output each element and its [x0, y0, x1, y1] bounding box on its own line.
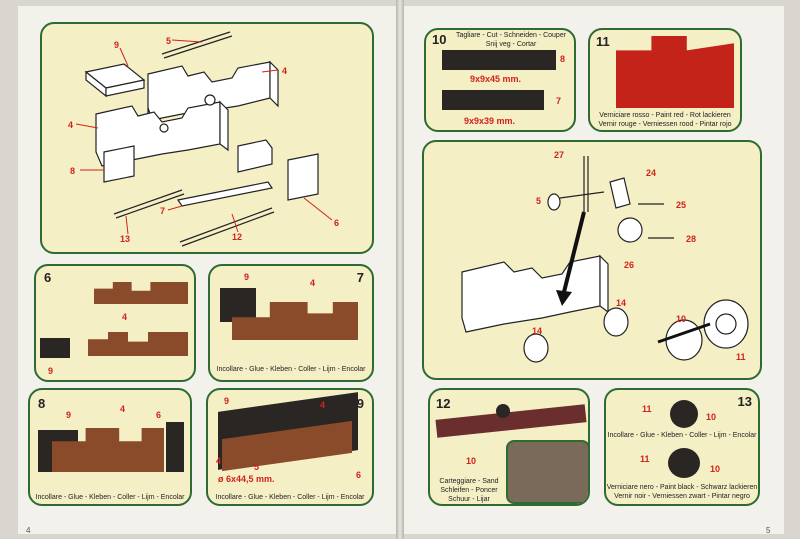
part-label-4: 4 — [282, 66, 288, 76]
part-label-12: 12 — [232, 232, 243, 242]
part-label-4: 4 — [122, 312, 128, 322]
step-9-panel: 9 9 4 4 5 6 ø 6x44,5 mm. Incollare - Glu… — [206, 388, 374, 506]
part-label-26: 26 — [624, 260, 635, 270]
part-label-10: 10 — [706, 412, 717, 422]
part-label-14: 14 — [616, 298, 627, 308]
wheel-assembly-panel: 27 24 5 25 28 26 14 14 10 11 — [422, 140, 762, 380]
step-number: 10 — [432, 32, 447, 47]
step-12-caption-1: Carteggiare - Sand — [439, 478, 499, 485]
book-gutter — [396, 0, 404, 539]
step-number: 13 — [737, 394, 752, 409]
step-12-panel: 12 10 Carteggiare - Sand Schleifen - Pon… — [428, 388, 590, 506]
page-number-left: 4 — [26, 526, 31, 535]
step-10-caption-1: Tagliare - Cut - Schneiden - Couper — [455, 32, 567, 39]
step-8-caption: Incollare - Glue - Kleben - Coller - Lij… — [35, 494, 185, 501]
step-13-caption-1: Incollare - Glue - Kleben - Coller - Lij… — [607, 432, 757, 439]
part-label-7: 7 — [556, 96, 562, 106]
part-label-9: 9 — [66, 410, 72, 420]
part-label-8: 8 — [70, 166, 76, 176]
step-7-panel: 7 9 4 Incollare - Glue - Kleben - Coller… — [208, 264, 374, 382]
red-painted-assembly — [616, 36, 734, 108]
step-12-caption-3: Schuur - Lijar — [448, 496, 490, 503]
part-6-block — [166, 422, 184, 472]
part-label-9: 9 — [244, 272, 250, 282]
step-11-panel: 11 Verniciare rosso - Paint red - Rot la… — [588, 28, 742, 132]
part-label-11: 11 — [736, 352, 746, 362]
part-label-4: 4 — [120, 404, 126, 414]
page-number-right: 5 — [766, 526, 771, 535]
part-9-block — [40, 338, 70, 358]
part-label-4b: 4 — [68, 120, 74, 130]
step-13-caption-3: Vernir noir - Verniessen zwart - Pintar … — [614, 493, 750, 500]
wheel-on-sandpaper — [496, 404, 510, 418]
part-label-10: 10 — [676, 314, 687, 324]
part-label-10b: 10 — [710, 464, 721, 474]
step-7-caption: Incollare - Glue - Kleben - Coller - Lij… — [216, 366, 366, 373]
step-10-caption-2: Snij veg - Cortar — [485, 41, 537, 48]
part-label-13: 13 — [120, 234, 131, 244]
step-11-caption-1: Verniciare rosso - Paint red - Rot lacki… — [599, 112, 731, 119]
step-9-caption: Incollare - Glue - Kleben - Coller - Lij… — [215, 494, 365, 501]
wheel-painted — [668, 448, 700, 478]
step-number: 12 — [436, 396, 451, 411]
part-label-4: 4 — [310, 278, 316, 288]
step-13-caption-2: Verniciare nero - Paint black - Schwarz … — [606, 484, 758, 491]
part-label-14b: 14 — [532, 326, 543, 336]
step-6-panel: 6 4 9 — [34, 264, 196, 382]
part-label-6: 6 — [156, 410, 162, 420]
step-number: 8 — [38, 396, 46, 411]
wheel-assembly-drawing — [461, 156, 749, 363]
part-label-9: 9 — [114, 40, 120, 50]
dimension-2: 9x9x39 mm. — [464, 116, 516, 126]
step-13-panel: 13 11 10 Incollare - Glue - Kleben - Col… — [604, 388, 760, 506]
part-label-27: 27 — [554, 150, 565, 160]
part-label-5: 5 — [254, 462, 260, 472]
part-label-28: 28 — [686, 234, 697, 244]
part-8-bar — [442, 50, 556, 70]
part-label-9: 9 — [48, 366, 54, 376]
part-label-11: 11 — [642, 404, 652, 414]
step-number: 6 — [44, 270, 52, 285]
part-label-4: 4 — [320, 400, 326, 410]
part-label-10: 10 — [466, 456, 477, 466]
step-number: 11 — [596, 34, 610, 49]
step-number: 9 — [356, 396, 364, 411]
part-label-8: 8 — [560, 54, 566, 64]
step-11-caption-2: Vernir rouge - Verniessen rood - Pintar … — [598, 121, 732, 128]
part-label-24: 24 — [646, 168, 657, 178]
step-10-panel: 10 Tagliare - Cut - Schneiden - Couper S… — [424, 28, 576, 132]
part-label-7: 7 — [160, 206, 166, 216]
sandpaper-strip — [435, 404, 587, 438]
dimension-label: ø 6x44,5 mm. — [218, 474, 275, 484]
part-label-11b: 11 — [640, 454, 650, 464]
part-9-block — [220, 288, 256, 322]
part-label-6: 6 — [356, 470, 362, 480]
part-4-wood-bottom — [88, 332, 188, 356]
part-label-9: 9 — [224, 396, 230, 406]
step-12-caption-2: Schleifen - Poncer — [440, 487, 498, 494]
part-label-25: 25 — [676, 200, 687, 210]
exploded-assembly-drawing — [75, 31, 333, 247]
step-8-panel: 8 9 4 6 Incollare - Glue - Kleben - Coll… — [28, 388, 192, 506]
part-7-bar — [442, 90, 544, 110]
step-number: 7 — [356, 270, 364, 285]
part-label-5: 5 — [166, 36, 172, 46]
sanding-photo-inset — [506, 440, 588, 504]
part-label-4b: 4 — [216, 456, 222, 466]
exploded-assembly-panel: 9 5 4 4 8 7 6 12 13 — [40, 22, 374, 254]
part-4-wood-top — [94, 282, 188, 304]
wheel-glued — [670, 400, 698, 428]
part-label-5: 5 — [536, 196, 542, 206]
dimension-1: 9x9x45 mm. — [470, 74, 522, 84]
part-label-6: 6 — [334, 218, 340, 228]
